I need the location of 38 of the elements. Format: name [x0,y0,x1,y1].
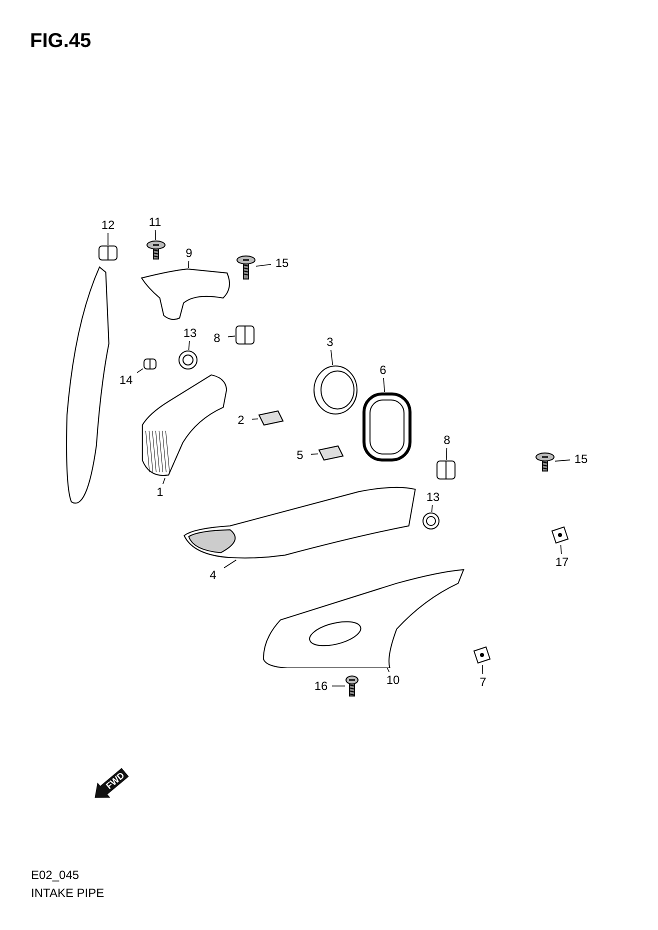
leader-line [136,368,144,374]
nut-drawing [98,245,118,261]
leader-line [188,340,190,350]
screw-drawing [146,240,166,260]
seal-drawing [362,392,412,462]
nut-drawing [143,358,157,370]
ring-drawing [313,365,358,415]
nut-drawing [436,460,456,480]
leader-line [383,378,385,392]
leader-line [482,664,484,674]
figure-title: FIG.45 [30,30,92,53]
leader-line [162,478,166,484]
leader-line [256,264,272,267]
screw-drawing [345,675,359,697]
nut-drawing [235,325,255,345]
leader-line [446,448,448,460]
clip-drawing [550,525,570,545]
air-duct-drawing [140,372,228,478]
screw-drawing [535,452,555,472]
leader-line [228,336,236,338]
pad-drawing [318,445,344,461]
grommet-drawing [178,350,198,370]
leader-line [560,544,562,554]
grommet-drawing [422,512,440,530]
clip-drawing [472,645,492,665]
leader-line [330,350,334,366]
leader-line [154,230,156,240]
leader-line [310,453,318,455]
leader-line [431,504,433,512]
leader-line [224,560,237,568]
screw-drawing [236,255,256,280]
leader-line [554,460,570,462]
leader-line [252,418,258,420]
pad-drawing [258,410,284,426]
section-name: INTAKE PIPE [31,886,104,900]
drawing-code: E02_045 [31,868,80,882]
leader-line [386,668,390,672]
leader-line [188,260,190,268]
